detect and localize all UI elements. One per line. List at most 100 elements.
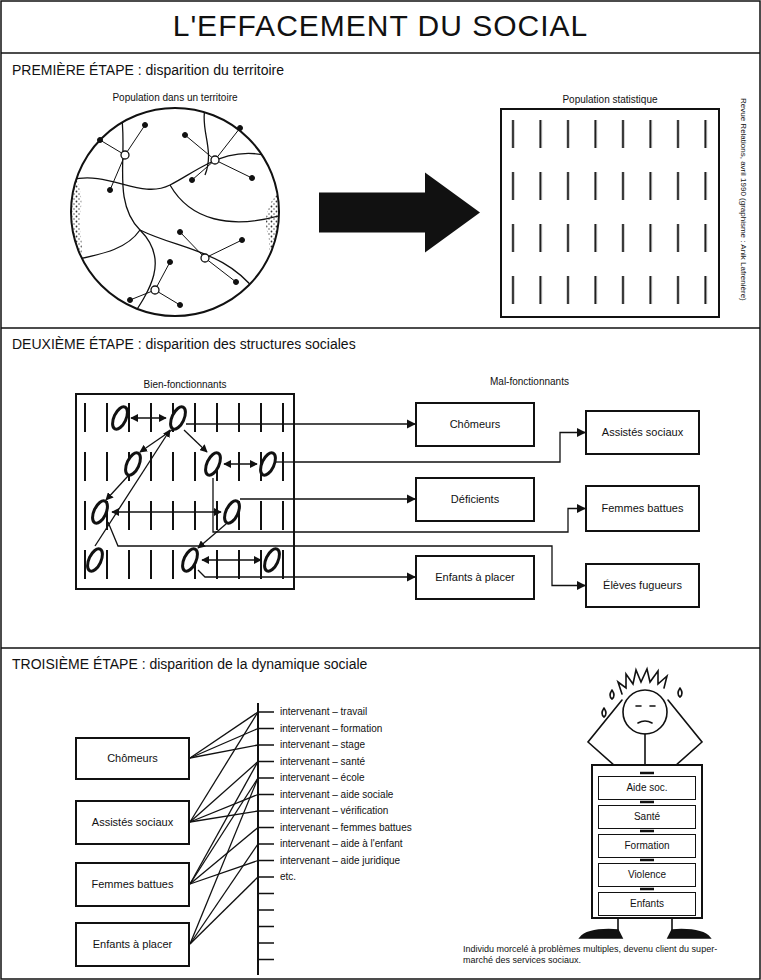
illustration-path: [70, 153, 282, 189]
illustration-rect: [592, 765, 702, 918]
illustration-ellipse: [167, 405, 188, 432]
connector-arrow: [295, 423, 415, 424]
illustration-circle: [623, 690, 667, 734]
illustration-line: [205, 240, 242, 258]
box-label: Enfants à placer: [435, 571, 515, 585]
illustration-circle: [234, 280, 239, 285]
illustration-g: [95, 418, 295, 577]
service-label: intervenant – travail: [280, 706, 367, 718]
cabinet-drawer: Enfants: [598, 892, 696, 916]
illustration-circle: [178, 230, 183, 235]
box-label: Formation: [624, 840, 669, 853]
illustration-path: [186, 423, 295, 424]
category-box: Chômeurs: [415, 402, 535, 447]
territory-circle: Population dans un territoire: [71, 108, 279, 316]
illustration-line: [640, 801, 654, 804]
box-label: Assistés sociaux: [602, 426, 683, 440]
illustration-line: [112, 511, 221, 512]
illustration-rect: [502, 110, 718, 316]
service-label: intervenant – aide sociale: [280, 789, 393, 801]
illustration-path: [170, 185, 282, 222]
illustration-line: [190, 795, 258, 823]
illustration-line: [640, 888, 654, 891]
illustration-line: [1, 647, 760, 649]
cabinet-drawer: Formation: [598, 834, 696, 858]
box-label: Femmes battues: [92, 878, 174, 892]
illustration-line: [125, 125, 145, 155]
illustration-line: [190, 762, 258, 885]
illustration-ellipse: [202, 451, 223, 478]
illustration-line: [1, 327, 760, 329]
category-box: Enfants à placer: [415, 555, 535, 600]
box-label: Enfants à placer: [93, 938, 173, 952]
illustration-path: [588, 700, 702, 766]
service-label: intervenant – stage: [280, 739, 365, 751]
illustration-ellipse: [89, 499, 110, 526]
shape-heading: Bien-fonctionnants: [17, 379, 353, 390]
service-label: intervenant – vérification: [280, 805, 388, 817]
statistics-square: Population statistique: [500, 108, 720, 318]
illustration-line: [155, 262, 170, 290]
illustration-line: [198, 524, 226, 548]
service-label: intervenant – aide juridique: [280, 855, 400, 867]
illustration-path: [644, 734, 646, 765]
illustration-path: [580, 930, 710, 938]
box-label: Femmes battues: [602, 502, 684, 516]
illustration-line: [640, 859, 654, 862]
figure-caption: Individu morcelé à problèmes multiples, …: [463, 944, 743, 966]
cabinet-drawer: Santé: [598, 805, 696, 829]
box-label: Déficients: [451, 493, 499, 507]
illustration-path: [276, 461, 295, 462]
illustration-line: [205, 258, 236, 282]
service-label: intervenant – femmes battues: [280, 822, 412, 834]
client-box: Assistés sociaux: [75, 800, 190, 845]
diagram-title: L'EFFACEMENT DU SOCIAL: [0, 9, 761, 43]
illustration-line: [190, 861, 258, 885]
connector-arrow: [295, 498, 415, 499]
service-label: etc.: [280, 871, 296, 883]
illustration-circle: [121, 151, 129, 159]
illustration-line: [106, 476, 128, 500]
box-label: Violence: [628, 869, 666, 882]
illustration-line: [190, 712, 258, 822]
illustration-line: [190, 712, 258, 758]
illustration-line: [640, 772, 654, 775]
step-heading: PREMIÈRE ÉTAPE : disparition du territoi…: [12, 62, 284, 78]
box-label: Chômeurs: [107, 752, 158, 766]
illustration-line: [131, 417, 166, 418]
service-label: intervenant – école: [280, 772, 365, 784]
illustration-line: [190, 778, 258, 884]
illustration-circle: [190, 178, 195, 183]
cabinet-drawer: Aide soc.: [598, 776, 696, 800]
box-label: Enfants: [630, 898, 664, 911]
client-box: Chômeurs: [75, 737, 190, 780]
illustration-line: [202, 559, 261, 560]
illustration-line: [190, 877, 258, 944]
illustration-path: [636, 706, 655, 723]
category-box: Assistés sociaux: [585, 410, 700, 455]
client-box: Femmes battues: [75, 862, 190, 907]
illustration-circle: [71, 108, 279, 316]
illustration-g: [190, 703, 274, 975]
illustration-line: [190, 844, 258, 944]
group-label: Mal-fonctionnants: [490, 376, 569, 387]
box-label: Assistés sociaux: [92, 816, 173, 830]
connector-arrow: [295, 576, 415, 577]
box-label: Santé: [634, 811, 660, 824]
illustration-g: [98, 123, 255, 308]
box-label: Chômeurs: [450, 418, 501, 432]
illustration-line: [190, 729, 258, 759]
illustration-path: [204, 108, 209, 175]
illustration-g: [121, 151, 219, 294]
illustration-ellipse: [179, 547, 200, 574]
illustration-ellipse: [221, 499, 242, 526]
illustration-line: [190, 811, 258, 822]
client-box: Enfants à placer: [75, 922, 190, 967]
illustration-path: [198, 570, 295, 577]
service-label: intervenant – aide à l'enfant: [280, 838, 403, 850]
illustration-line: [95, 430, 170, 546]
illustration-circle: [211, 156, 219, 164]
illustration-circle: [178, 303, 183, 308]
illustration-path: [213, 478, 295, 532]
